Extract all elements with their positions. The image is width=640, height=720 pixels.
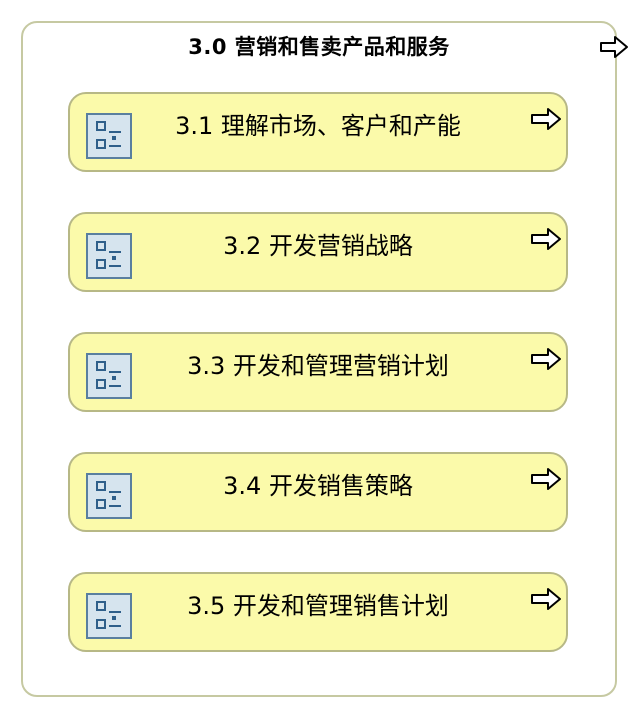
link-arrow-icon[interactable] — [599, 35, 629, 59]
subprocess-list-icon — [86, 593, 132, 639]
link-arrow-icon[interactable] — [530, 107, 562, 131]
process-box-3-3[interactable]: 3.3 开发和管理营销计划 — [68, 332, 568, 412]
process-box-3-2[interactable]: 3.2 开发营销战略 — [68, 212, 568, 292]
process-box-3-5[interactable]: 3.5 开发和管理销售计划 — [68, 572, 568, 652]
subprocess-list-icon — [86, 473, 132, 519]
group-title: 3.0 营销和售卖产品和服务 — [188, 35, 450, 59]
subprocess-list-icon — [86, 113, 132, 159]
link-arrow-icon[interactable] — [530, 587, 562, 611]
process-label: 3.2 开发营销战略 — [223, 232, 413, 260]
subprocess-list-icon — [86, 353, 132, 399]
link-arrow-icon[interactable] — [530, 347, 562, 371]
link-arrow-icon[interactable] — [530, 227, 562, 251]
process-label: 3.1 理解市场、客户和产能 — [175, 112, 461, 140]
link-arrow-icon[interactable] — [530, 467, 562, 491]
process-box-3-4[interactable]: 3.4 开发销售策略 — [68, 452, 568, 532]
subprocess-list-icon — [86, 233, 132, 279]
process-label: 3.3 开发和管理营销计划 — [187, 352, 449, 380]
process-label: 3.5 开发和管理销售计划 — [187, 592, 449, 620]
process-label: 3.4 开发销售策略 — [223, 472, 413, 500]
process-box-3-1[interactable]: 3.1 理解市场、客户和产能 — [68, 92, 568, 172]
